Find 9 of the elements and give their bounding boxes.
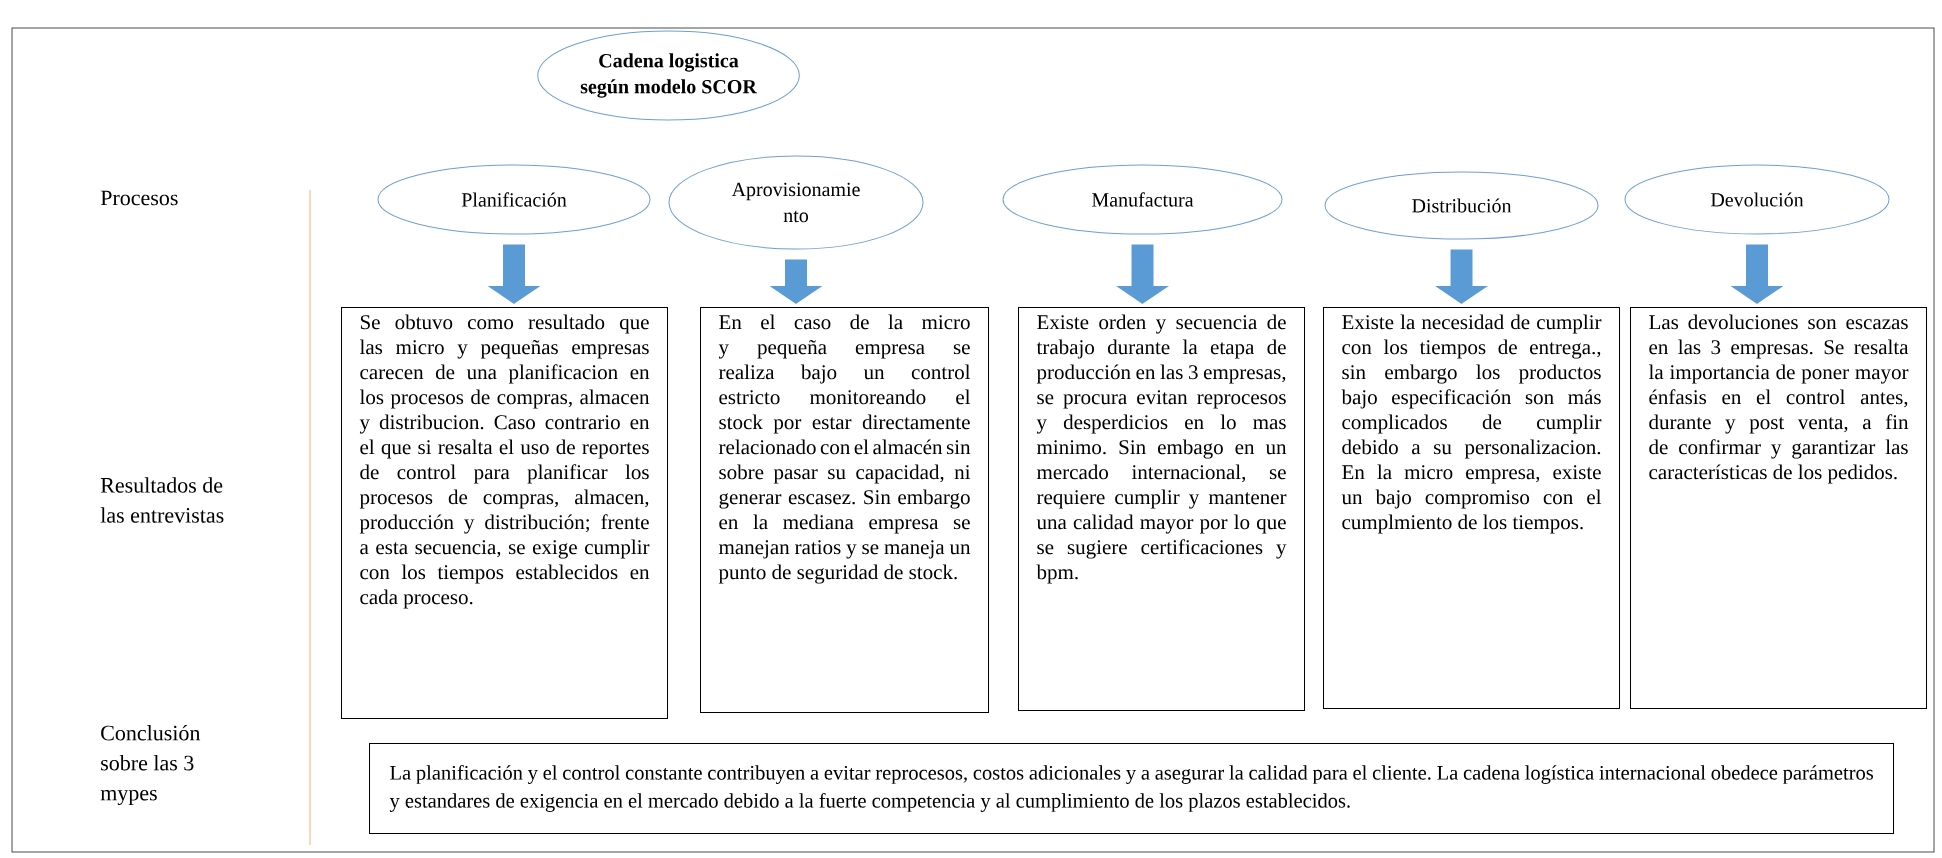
result-box: Existe la necesidad de cumplir con los tiempos de entrega., sin embargo los productos bajo especificación son más complicados de cumplir debido a su personalizacion. En la micro empresa, existe un bajo compromiso con el cumplmiento de los tiempos. [1323,307,1620,709]
row-label: Procesos [100,190,178,206]
conclusion-box: La planificación y el control constante contribuyen a evitar reprocesos, costos adicionales y a asegurar la calidad para el cliente. La cadena logística internacional obedece parámetros y estandares de exigencia en el mercado debido a la fuerte competencia y al cumplimiento de los plazos establecidos. [369,743,1894,834]
result-box: Las devoluciones son escazas en las 3 empresas. Se resalta la importancia de poner mayor énfasis en el control antes, durante y post venta, a fin de confirmar y garantizar las características de los pedidos. [1630,307,1927,709]
result-box: Existe orden y secuencia de trabajo durante la etapa de producción en las 3 empresas, se procura evitan reprocesos y desperdicios en lo mas minimo. Sin embago en un mercado internacional, se requiere cumplir y mantener una calidad mayor por lo que se sugiere certificaciones y bpm. [1018,307,1305,711]
row-label: Resultados de las entrevistas [100,477,224,523]
result-box: En el caso de la micro y pequeña empresa se realiza bajo un control estricto monitoreando el stock por estar directamente relacionado con el almacén sin sobre pasar su capacidad, ni generar escasez. Sin embargo en la mediana empresa se manejan ratios y se maneja un punto de seguridad de stock. [700,307,989,713]
result-box: Se obtuvo como resultado que las micro y pequeñas empresas carecen de una planificacion en los procesos de compras, almacen y distribucion. Caso contrario en el que si resalta el uso de reportes de control para planificar los procesos de compras, almacen, producción y distribución; frente a esta secuencia, se exige cumplir con los tiempos establecidos en cada proceso. [341,307,668,719]
row-label: Conclusión sobre las 3 mypes [100,724,201,805]
